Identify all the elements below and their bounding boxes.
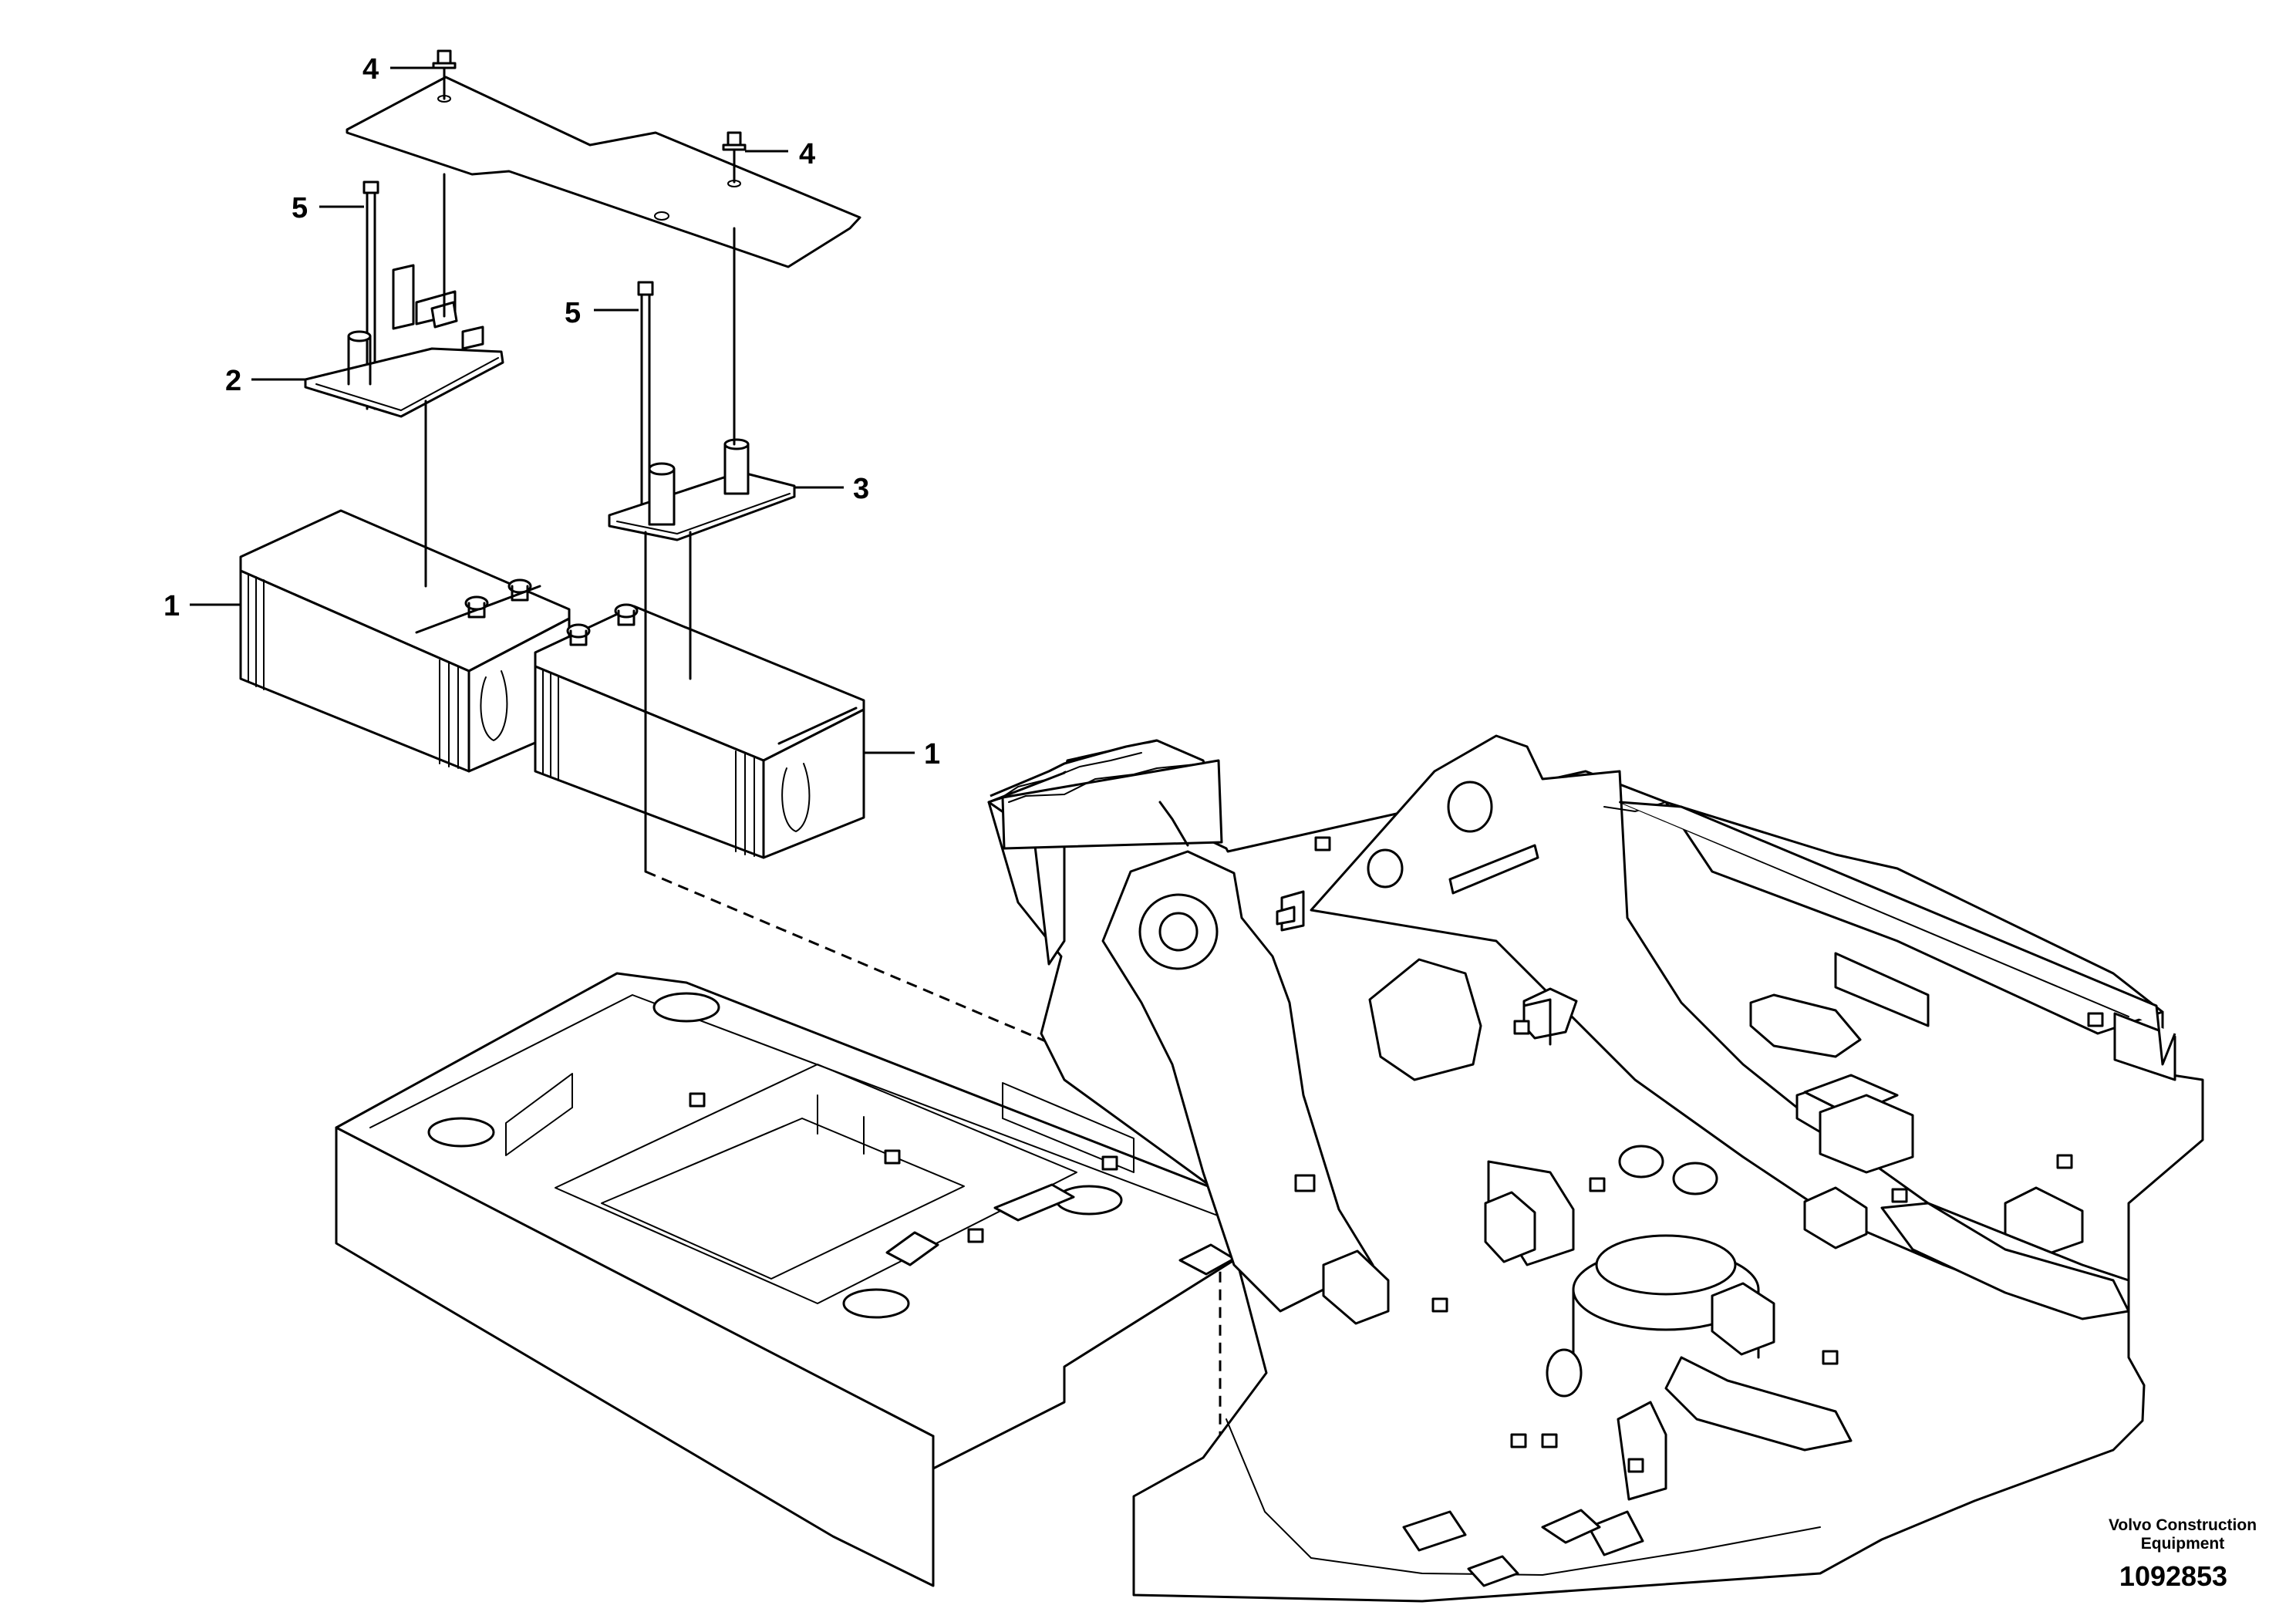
upper-frame-main-structure (987, 734, 2204, 1603)
callout-5-left: 5 (292, 192, 364, 224)
drawing-number: 1092853 (2119, 1560, 2227, 1592)
callout-1-right: 1 (864, 738, 940, 771)
battery-clamp-bracket-left (304, 264, 504, 418)
callout-4-right: 4 (745, 138, 815, 170)
callout-3-label: 3 (853, 473, 869, 505)
flange-bolt-top (432, 49, 457, 100)
manufacturer-name-line2: Equipment (2141, 1535, 2225, 1553)
callout-1-right-label: 1 (924, 738, 940, 771)
flange-bolt-right (722, 131, 747, 184)
battery-clamp-bracket-right (608, 438, 796, 541)
callout-4-top-label: 4 (362, 53, 379, 86)
battery-left (239, 509, 571, 773)
drawing-reference-block: Volvo Construction Equipment 1092853 (2109, 1516, 2257, 1592)
callout-2: 2 (225, 365, 305, 397)
callout-5-left-label: 5 (292, 192, 308, 224)
battery-cover-plate (346, 76, 861, 268)
callout-5-mid: 5 (565, 297, 639, 329)
upper-frame-left-platform (335, 972, 1265, 1587)
callout-1-left-label: 1 (164, 590, 180, 622)
manufacturer-name-line1: Volvo Construction (2109, 1516, 2257, 1534)
battery-right (534, 603, 865, 859)
callout-4-right-label: 4 (799, 138, 815, 170)
callout-1-left: 1 (164, 590, 241, 622)
counterweight-frame-right (990, 739, 2176, 1066)
callout-2-label: 2 (225, 365, 241, 397)
callout-3: 3 (794, 473, 869, 505)
callout-4-top: 4 (362, 53, 433, 86)
callout-5-mid-label: 5 (565, 297, 581, 329)
